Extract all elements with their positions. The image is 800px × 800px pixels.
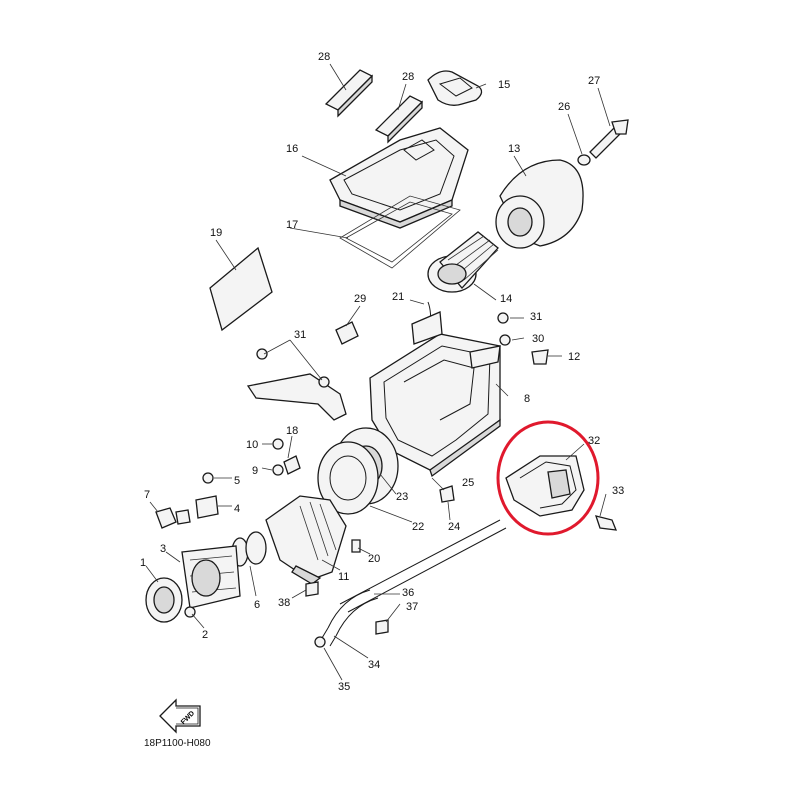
callout-numbers: 1 2 3 4 5 6 7 8 9 10 11 12 13 14 15 16 1… — [140, 51, 624, 693]
callout-23: 23 — [396, 491, 408, 503]
part-17-gasket — [339, 195, 461, 269]
callout-16: 16 — [286, 143, 298, 155]
callout-24: 24 — [448, 521, 460, 533]
callout-37: 37 — [406, 601, 418, 613]
part-26-washer — [577, 154, 591, 166]
callout-12: 12 — [568, 351, 580, 363]
callout-6: 6 — [254, 599, 260, 611]
part-38-clip — [305, 581, 319, 597]
callout-28b: 28 — [402, 71, 414, 83]
part-16-cover — [329, 127, 469, 229]
callout-17: 17 — [286, 219, 298, 231]
callout-34: 34 — [368, 659, 380, 671]
part-37-clip — [375, 619, 389, 635]
fwd-arrow-icon: FWD — [159, 698, 201, 734]
part-36-hose — [339, 519, 507, 613]
part-10-bolt — [272, 438, 284, 450]
callout-32: 32 — [588, 435, 600, 447]
part-22-gasket — [317, 441, 379, 515]
part-18-clamp — [283, 455, 301, 475]
part-11-intake-duct — [265, 495, 347, 585]
callout-36: 36 — [402, 587, 414, 599]
callout-11: 11 — [338, 571, 349, 583]
highlight-circle — [496, 420, 600, 536]
callout-35: 35 — [338, 681, 350, 693]
part-20-screw — [351, 539, 361, 553]
callout-18: 18 — [286, 425, 298, 437]
part-1-joint — [145, 577, 183, 623]
part-33-bolt — [595, 515, 618, 531]
callout-20: 20 — [368, 553, 380, 565]
callout-9: 9 — [252, 465, 258, 477]
part-29-cap — [335, 321, 359, 345]
part-9-screw — [272, 464, 284, 476]
part-35-clamp — [314, 636, 326, 648]
part-12-clip — [531, 349, 549, 365]
part-27-wing-bolt — [589, 119, 629, 159]
leader-lines — [145, 63, 611, 681]
callout-31a: 31 — [530, 311, 542, 323]
callout-15: 15 — [498, 79, 510, 91]
callout-7: 7 — [144, 489, 150, 501]
part-19-sheet — [209, 246, 273, 332]
part-14-filter-cage — [427, 231, 499, 293]
callout-1: 1 — [140, 557, 146, 569]
callout-29: 29 — [354, 293, 366, 305]
part-15-seal-ring — [427, 70, 483, 106]
callout-3: 3 — [160, 543, 166, 555]
part-31-bolt-a — [497, 312, 509, 324]
part-bracket — [246, 348, 347, 421]
callout-30: 30 — [532, 333, 544, 345]
callout-33: 33 — [612, 485, 624, 497]
callout-25: 25 — [462, 477, 474, 489]
callout-8: 8 — [524, 393, 530, 405]
callout-4: 4 — [234, 503, 240, 515]
callout-38: 38 — [278, 597, 290, 609]
callout-14: 14 — [500, 293, 512, 305]
diagram-code: 18P1100-H080 — [144, 738, 211, 749]
callout-22: 22 — [412, 521, 424, 533]
callout-28a: 28 — [318, 51, 330, 63]
part-30-clip — [499, 334, 511, 346]
callout-21: 21 — [392, 291, 404, 303]
callout-2: 2 — [202, 629, 208, 641]
part-4-clip — [195, 495, 219, 519]
callout-5: 5 — [234, 475, 240, 487]
callout-26: 26 — [558, 101, 570, 113]
part-3-throttle-body — [181, 545, 241, 609]
callout-31b: 31 — [294, 329, 306, 341]
part-7-bracket — [155, 507, 191, 529]
part-34-hose — [321, 589, 379, 647]
part-13-air-filter — [495, 159, 584, 249]
part-28-foam-strip-a — [324, 69, 374, 118]
part-32-check-valve — [505, 455, 585, 517]
callout-27: 27 — [588, 75, 600, 87]
callout-19: 19 — [210, 227, 222, 239]
callout-13: 13 — [508, 143, 520, 155]
part-8-air-box — [369, 311, 501, 478]
part-5-bolt — [202, 472, 214, 484]
callout-10: 10 — [246, 439, 258, 451]
